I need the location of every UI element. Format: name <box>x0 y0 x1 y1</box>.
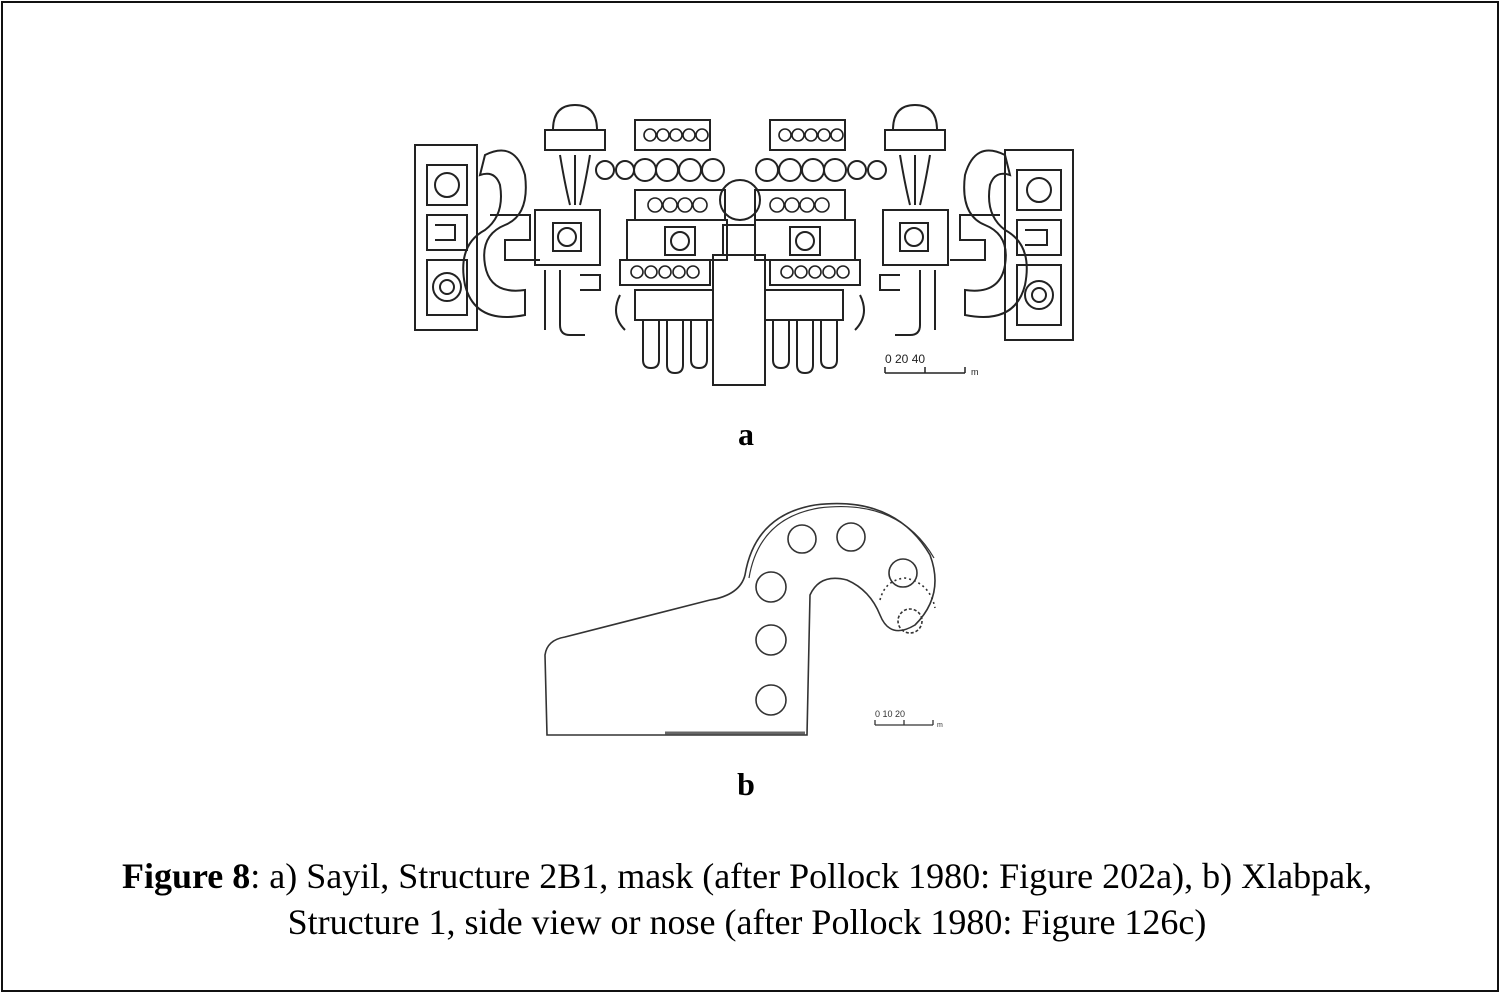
panel-label-b: b <box>737 766 755 802</box>
scale-unit-b: m <box>937 722 943 729</box>
scale-text-b: 0 10 20 <box>875 709 905 719</box>
caption-line-2: Structure 1, side view or nose (after Po… <box>287 902 1207 942</box>
panel-label-a: a <box>738 416 754 452</box>
mask-drawing: 0 20 40 m <box>414 103 1074 386</box>
nose-drawing: 0 10 20 m <box>544 502 943 736</box>
scale-text-a: 0 20 40 <box>885 352 925 366</box>
figure-caption: Figure 8: a) Sayil, Structure 2B1, mask … <box>40 853 1454 945</box>
scale-unit-a: m <box>971 367 979 377</box>
caption-text-1: : a) Sayil, Structure 2B1, mask (after P… <box>250 856 1373 896</box>
caption-line-1: Figure 8: a) Sayil, Structure 2B1, mask … <box>40 853 1454 899</box>
figure-number: Figure 8 <box>121 856 251 896</box>
